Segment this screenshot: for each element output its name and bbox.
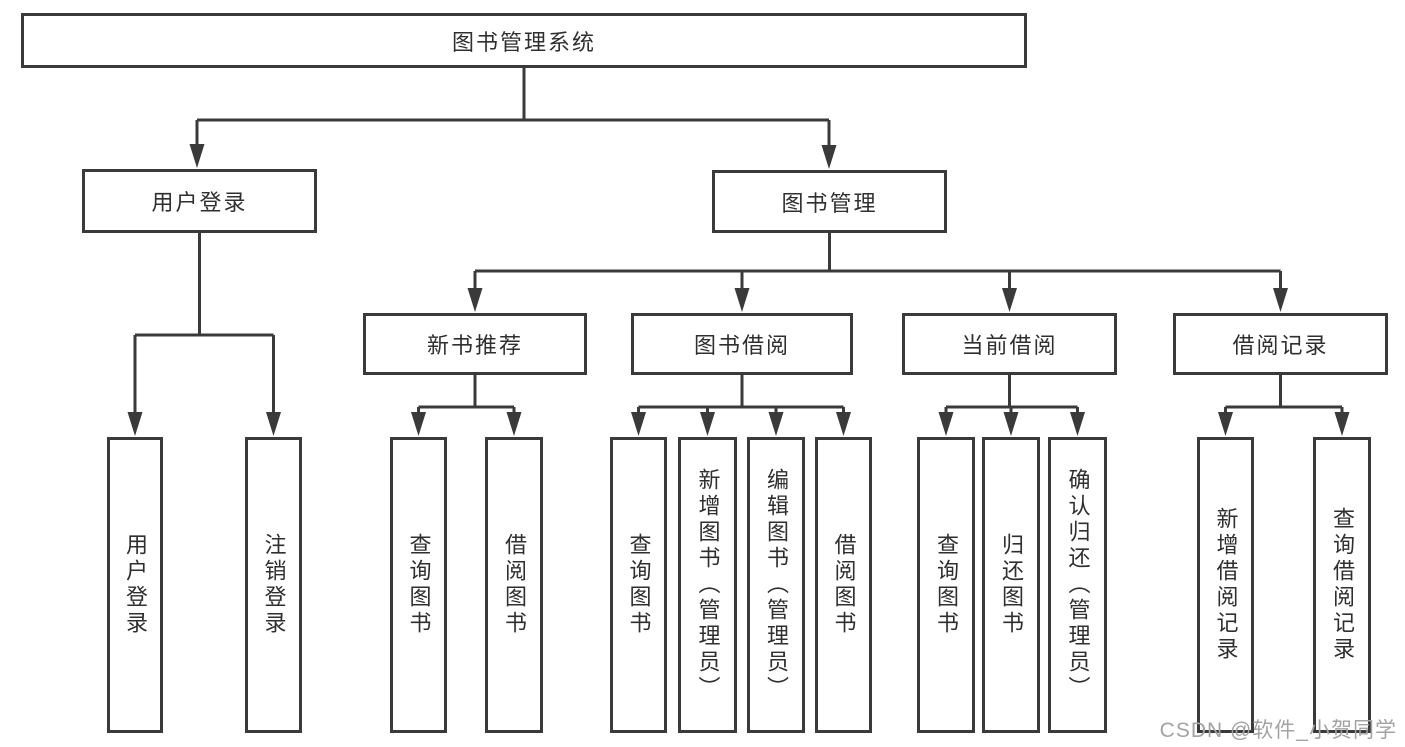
- node-book-management-label: 图书管理: [781, 190, 878, 216]
- leaf-add-borrow-record-label: 新增借阅记录: [1213, 507, 1239, 663]
- node-new-book-recommend-label: 新书推荐: [426, 333, 523, 358]
- leaf-user-login: 用户登录: [107, 437, 163, 733]
- leaf-add-book-admin: 新增图书（管理员）: [678, 437, 737, 733]
- node-borrow-records: 借阅记录: [1173, 313, 1388, 375]
- leaf-query-books-recommend: 查询图书: [390, 437, 447, 733]
- leaf-user-login-label: 用户登录: [123, 533, 148, 637]
- leaf-borrow-books-label: 借阅图书: [831, 533, 857, 637]
- leaf-query-books-current-label: 查询图书: [934, 533, 959, 637]
- leaf-confirm-return-admin-label: 确认归还（管理员）: [1065, 468, 1091, 702]
- leaf-logout-label: 注销登录: [261, 533, 287, 637]
- leaf-add-borrow-record: 新增借阅记录: [1197, 437, 1254, 733]
- leaf-query-books-borrow-label: 查询图书: [626, 533, 652, 637]
- node-book-borrow-label: 图书借阅: [693, 333, 790, 358]
- node-user-login-branch-label: 用户登录: [151, 190, 248, 215]
- node-root: 图书管理系统: [21, 13, 1027, 68]
- leaf-query-borrow-record-label: 查询借阅记录: [1330, 507, 1355, 663]
- leaf-borrow-books: 借阅图书: [815, 437, 872, 733]
- node-book-management: 图书管理: [712, 170, 947, 233]
- leaf-query-books-recommend-label: 查询图书: [406, 533, 432, 637]
- arrowheads: [127, 144, 1350, 436]
- leaf-borrow-books-recommend-label: 借阅图书: [502, 533, 527, 637]
- leaf-logout: 注销登录: [245, 437, 302, 733]
- node-borrow-records-label: 借阅记录: [1232, 333, 1329, 358]
- leaf-return-book: 归还图书: [982, 437, 1040, 733]
- node-root-label: 图书管理系统: [451, 29, 596, 55]
- leaf-edit-book-admin: 编辑图书（管理员）: [747, 437, 805, 733]
- node-current-borrow-label: 当前借阅: [961, 333, 1058, 358]
- leaf-borrow-books-recommend: 借阅图书: [485, 437, 543, 733]
- leaf-return-book-label: 归还图书: [999, 533, 1024, 637]
- csdn-watermark: CSDN @软件_小贺同学: [1159, 719, 1397, 742]
- leaf-confirm-return-admin: 确认归还（管理员）: [1048, 437, 1107, 733]
- node-current-borrow: 当前借阅: [902, 313, 1117, 375]
- node-book-borrow: 图书借阅: [631, 313, 853, 375]
- leaf-add-book-admin-label: 新增图书（管理员）: [695, 468, 721, 702]
- node-user-login-branch: 用户登录: [82, 169, 317, 233]
- leaf-query-books-current: 查询图书: [917, 437, 975, 733]
- leaf-query-borrow-record: 查询借阅记录: [1313, 437, 1371, 733]
- leaf-edit-book-admin-label: 编辑图书（管理员）: [764, 468, 789, 702]
- node-new-book-recommend: 新书推荐: [363, 313, 587, 375]
- leaf-query-books-borrow: 查询图书: [610, 437, 667, 733]
